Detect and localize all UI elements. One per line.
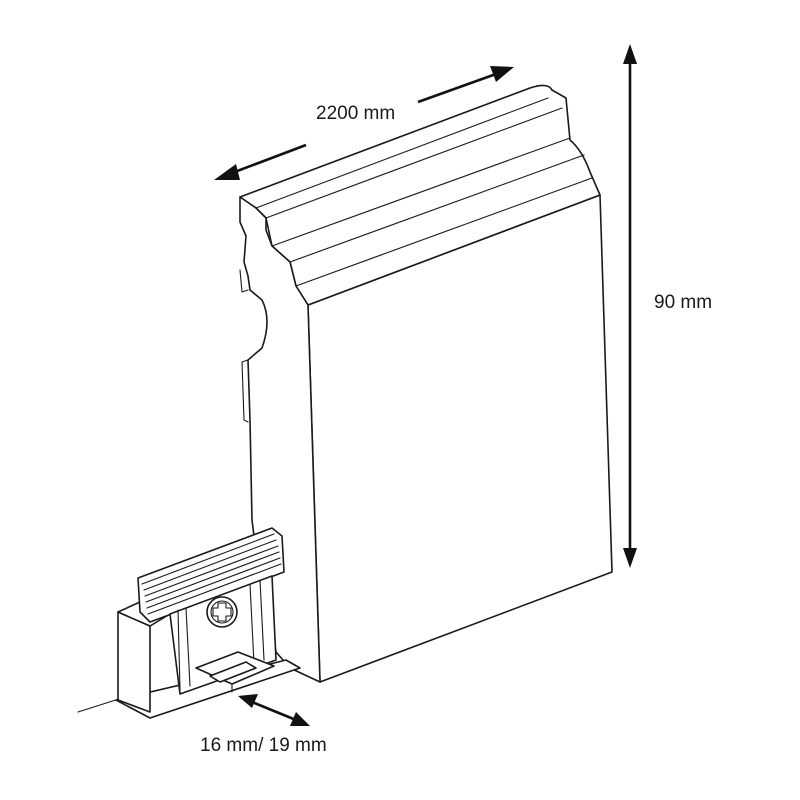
mounting-clip	[115, 527, 301, 719]
clip-thickness-dimension-arrow	[238, 694, 310, 726]
height-dimension-arrow	[623, 44, 637, 568]
skirting-board	[239, 84, 613, 683]
screw	[206, 596, 238, 628]
height-label: 90 mm	[654, 292, 713, 313]
clip-thickness-label: 16 mm/ 19 mm	[200, 735, 327, 756]
length-dimension-arrow	[214, 66, 514, 180]
length-label: 2200 mm	[316, 103, 396, 124]
floor-line	[77, 697, 123, 713]
